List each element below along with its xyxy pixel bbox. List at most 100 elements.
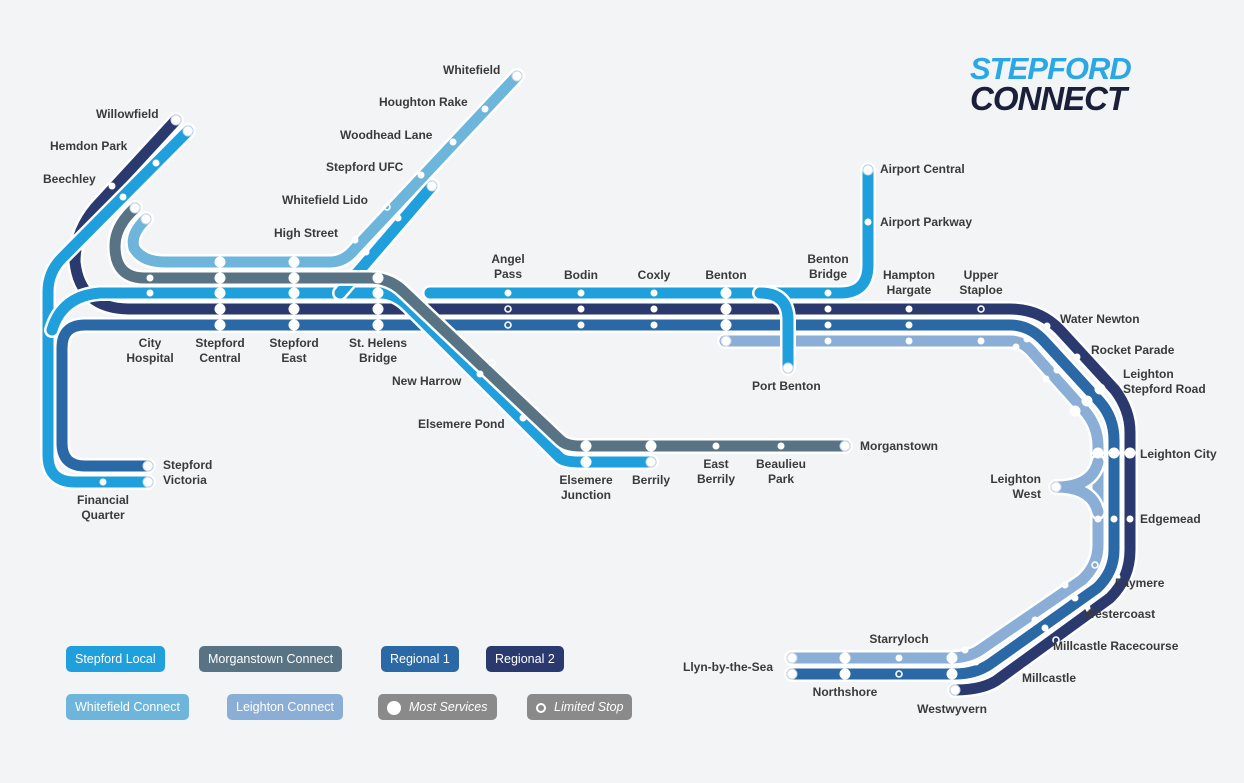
- station-label[interactable]: Upper Staploe: [959, 268, 1003, 297]
- station-marker[interactable]: [1081, 395, 1093, 407]
- station-label[interactable]: Bodin: [564, 268, 598, 282]
- station-marker[interactable]: [417, 171, 425, 179]
- station-marker[interactable]: [1108, 447, 1120, 459]
- station-label[interactable]: Millcastle Racecourse: [1053, 639, 1179, 653]
- station-label[interactable]: Elsemere Pond: [418, 417, 505, 431]
- station-marker[interactable]: [577, 289, 585, 297]
- station-label[interactable]: Woodhead Lane: [340, 128, 433, 142]
- station-label[interactable]: Benton Bridge: [807, 252, 849, 281]
- terminus-marker[interactable]: [949, 684, 961, 696]
- terminus-marker[interactable]: [511, 70, 523, 82]
- station-label[interactable]: St. Helens Bridge: [348, 336, 408, 365]
- station-label[interactable]: Leighton Stepford Road: [1123, 367, 1206, 396]
- station-label[interactable]: New Harrow: [392, 374, 462, 388]
- station-marker[interactable]: [905, 321, 913, 329]
- morganstown-connect-line[interactable]: [109, 202, 851, 452]
- limited-stop-marker[interactable]: [488, 359, 496, 367]
- legend-regional-2[interactable]: Regional 2: [486, 646, 564, 672]
- station-label[interactable]: Stepford East: [269, 336, 319, 365]
- station-marker[interactable]: [146, 289, 154, 297]
- station-marker[interactable]: [577, 321, 585, 329]
- limited-stop-marker[interactable]: [1052, 636, 1060, 644]
- station-marker[interactable]: [372, 303, 384, 315]
- regional-2-line[interactable]: [69, 114, 1136, 696]
- station-label[interactable]: Coxly: [637, 268, 671, 282]
- station-marker[interactable]: [824, 305, 832, 313]
- station-label[interactable]: Westwyvern: [917, 702, 987, 716]
- station-marker[interactable]: [824, 289, 832, 297]
- station-marker[interactable]: [1012, 343, 1020, 351]
- station-marker[interactable]: [504, 289, 512, 297]
- station-label[interactable]: Faymere: [1115, 576, 1165, 590]
- legend-leighton-connect[interactable]: Leighton Connect: [227, 694, 343, 720]
- station-marker[interactable]: [476, 370, 484, 378]
- terminus-marker[interactable]: [720, 335, 732, 347]
- terminus-marker[interactable]: [786, 652, 798, 664]
- station-label[interactable]: East Berrily: [696, 457, 736, 486]
- station-marker[interactable]: [777, 442, 785, 450]
- station-marker[interactable]: [972, 658, 980, 666]
- station-label[interactable]: Elsemere Junction: [559, 473, 613, 502]
- station-marker[interactable]: [1061, 581, 1069, 589]
- station-label[interactable]: Stepford Central: [195, 336, 245, 365]
- limited-stop-marker[interactable]: [1091, 561, 1099, 569]
- station-marker[interactable]: [650, 321, 658, 329]
- station-marker[interactable]: [214, 319, 226, 331]
- stepford-local-line[interactable]: [46, 287, 657, 468]
- station-marker[interactable]: [288, 303, 300, 315]
- terminus-marker[interactable]: [142, 476, 154, 488]
- station-marker[interactable]: [905, 337, 913, 345]
- station-label[interactable]: Benton: [705, 268, 747, 282]
- station-marker[interactable]: [288, 287, 300, 299]
- station-marker[interactable]: [946, 652, 958, 664]
- terminus-marker[interactable]: [129, 202, 141, 214]
- legend-whitefield-connect[interactable]: Whitefield Connect: [66, 694, 189, 720]
- station-marker[interactable]: [946, 668, 958, 680]
- station-label[interactable]: Morganstown: [860, 439, 938, 453]
- station-marker[interactable]: [864, 218, 872, 226]
- terminus-marker[interactable]: [182, 125, 194, 137]
- station-label[interactable]: Westercoast: [1084, 607, 1156, 621]
- station-marker[interactable]: [650, 305, 658, 313]
- legend-morganstown-connect[interactable]: Morganstown Connect: [199, 646, 343, 672]
- station-marker[interactable]: [394, 214, 402, 222]
- station-marker[interactable]: [977, 337, 985, 345]
- legend-regional-1[interactable]: Regional 1: [381, 646, 459, 672]
- regional-1-line[interactable]: [56, 319, 1120, 680]
- station-marker[interactable]: [214, 303, 226, 315]
- station-marker[interactable]: [645, 440, 657, 452]
- station-marker[interactable]: [372, 287, 384, 299]
- station-label[interactable]: Water Newton: [1060, 312, 1140, 326]
- station-marker[interactable]: [119, 193, 127, 201]
- terminus-marker[interactable]: [426, 180, 438, 192]
- station-marker[interactable]: [824, 321, 832, 329]
- station-marker[interactable]: [449, 138, 457, 146]
- station-label[interactable]: Berrily: [631, 473, 671, 487]
- station-marker[interactable]: [720, 303, 732, 315]
- station-marker[interactable]: [1113, 573, 1121, 581]
- station-label[interactable]: Hampton Hargate: [883, 268, 935, 297]
- legend-limited-stop[interactable]: Limited Stop: [527, 694, 633, 720]
- station-marker[interactable]: [712, 442, 720, 450]
- legend-stepford-local[interactable]: Stepford Local: [66, 646, 165, 672]
- terminus-marker[interactable]: [1050, 481, 1062, 493]
- terminus-marker[interactable]: [862, 164, 874, 176]
- station-marker[interactable]: [1042, 375, 1050, 383]
- station-label[interactable]: Hemdon Park: [50, 139, 128, 153]
- station-marker[interactable]: [362, 248, 370, 256]
- station-marker[interactable]: [481, 105, 489, 113]
- station-marker[interactable]: [1071, 594, 1079, 602]
- station-marker[interactable]: [905, 305, 913, 313]
- station-marker[interactable]: [1126, 515, 1134, 523]
- station-label[interactable]: Financial Quarter: [76, 493, 130, 522]
- station-label[interactable]: Whitefield Lido: [282, 193, 368, 207]
- station-marker[interactable]: [108, 182, 116, 190]
- limited-stop-marker[interactable]: [504, 321, 512, 329]
- station-marker[interactable]: [580, 456, 592, 468]
- station-label[interactable]: Airport Parkway: [880, 215, 973, 229]
- station-label[interactable]: High Street: [274, 226, 339, 240]
- station-label[interactable]: Airport Central: [880, 162, 965, 176]
- station-marker[interactable]: [1041, 624, 1049, 632]
- station-marker[interactable]: [839, 652, 851, 664]
- station-marker[interactable]: [961, 646, 969, 654]
